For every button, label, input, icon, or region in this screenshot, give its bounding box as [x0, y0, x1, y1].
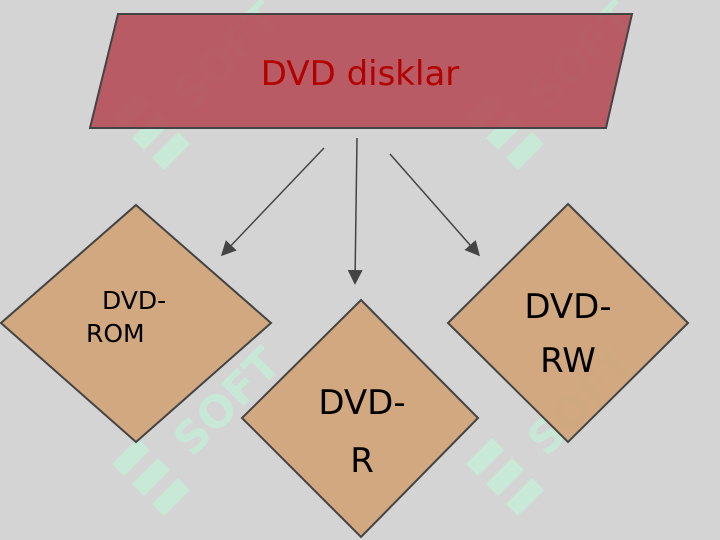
node-r-diamond: [240, 298, 480, 539]
node-rom-label: DVD- ROM: [86, 284, 196, 350]
node-rom-line-1: DVD-: [102, 286, 167, 315]
node-rw-diamond: [446, 202, 690, 444]
node-r-line-1: DVD-: [318, 383, 406, 423]
watermark-logo-icon: [112, 438, 190, 516]
node-rw-label: DVD- RW: [508, 280, 628, 388]
node-rom-diamond: [0, 203, 273, 444]
node-r-line-2: R: [350, 441, 374, 481]
node-rw-line-1: DVD-: [524, 287, 612, 327]
node-rw-line-2: RW: [540, 341, 596, 381]
title-parallelogram: [88, 13, 634, 129]
edge-title-to-rw: [389, 153, 480, 257]
node-rom-line-2: ROM: [86, 319, 145, 348]
node-r-label: DVD- R: [302, 374, 422, 490]
edge-title-to-r: [347, 137, 363, 285]
watermark-logo-icon: [466, 438, 544, 516]
edge-title-to-rom: [220, 147, 325, 257]
title-label: DVD disklar: [260, 54, 460, 94]
